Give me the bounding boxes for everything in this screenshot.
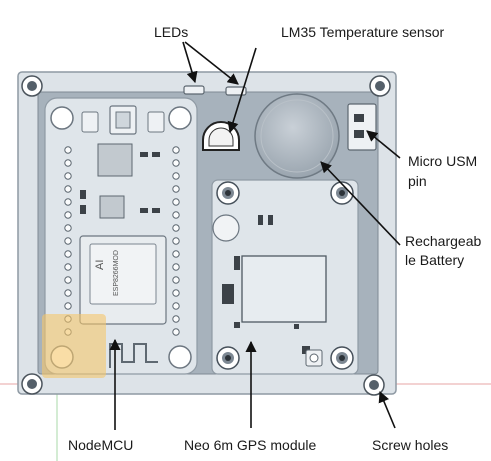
label-battery-1: Rechargeab (405, 233, 481, 249)
label-leds: LEDs (154, 24, 188, 40)
header-pin (173, 147, 179, 153)
nodemcu-regulator (100, 196, 124, 218)
header-pin (173, 290, 179, 296)
label-gps: Neo 6m GPS module (184, 437, 316, 453)
header-pin (65, 173, 71, 179)
gps-module-board (212, 180, 358, 374)
label-lm35: LM35 Temperature sensor (281, 24, 444, 40)
micro-usb-pin (348, 104, 376, 150)
label-battery-2: le Battery (405, 252, 464, 268)
label-screw-holes: Screw holes (372, 437, 448, 453)
nodemcu-button-right (148, 112, 164, 132)
header-pin (65, 225, 71, 231)
nodemcu-pins-left (65, 147, 71, 335)
label-micro-usb-1: Micro USM (408, 153, 477, 169)
nodemcu-usb-chip (98, 144, 132, 176)
nodemcu-button-left (82, 112, 98, 132)
screw-hole-bottom-left (22, 374, 42, 394)
header-pin (173, 186, 179, 192)
header-pin (65, 147, 71, 153)
header-pin (65, 212, 71, 218)
header-pin (173, 199, 179, 205)
lm35-sensor (203, 122, 239, 150)
header-pin (173, 212, 179, 218)
highlight-patch (42, 314, 106, 378)
header-pin (65, 264, 71, 270)
header-pin (173, 173, 179, 179)
nodemcu-pins-right (173, 147, 179, 335)
label-nodemcu: NodeMCU (68, 437, 133, 453)
header-pin (65, 277, 71, 283)
header-pin (173, 303, 179, 309)
gps-backup-cell (213, 215, 239, 241)
header-pin (173, 329, 179, 335)
header-pin (173, 277, 179, 283)
screw-hole-top-right (370, 76, 390, 96)
esp-brand-text: AI (94, 260, 106, 270)
header-pin (65, 160, 71, 166)
gps-chip (242, 256, 326, 322)
rechargeable-battery (255, 94, 339, 178)
header-pin (65, 199, 71, 205)
header-pin (65, 303, 71, 309)
header-pin (65, 186, 71, 192)
header-pin (65, 251, 71, 257)
arrow-screw-holes (380, 392, 395, 428)
header-pin (173, 160, 179, 166)
header-pin (65, 238, 71, 244)
led-left (184, 86, 204, 94)
header-pin (65, 290, 71, 296)
esp-model-text: ESP8266MOD (113, 250, 120, 296)
label-micro-usb-2: pin (408, 173, 427, 189)
screw-hole-top-left (22, 76, 42, 96)
screw-hole-bottom-right (364, 375, 384, 395)
header-pin (173, 225, 179, 231)
header-pin (173, 251, 179, 257)
header-pin (173, 316, 179, 322)
header-pin (173, 264, 179, 270)
header-pin (173, 238, 179, 244)
